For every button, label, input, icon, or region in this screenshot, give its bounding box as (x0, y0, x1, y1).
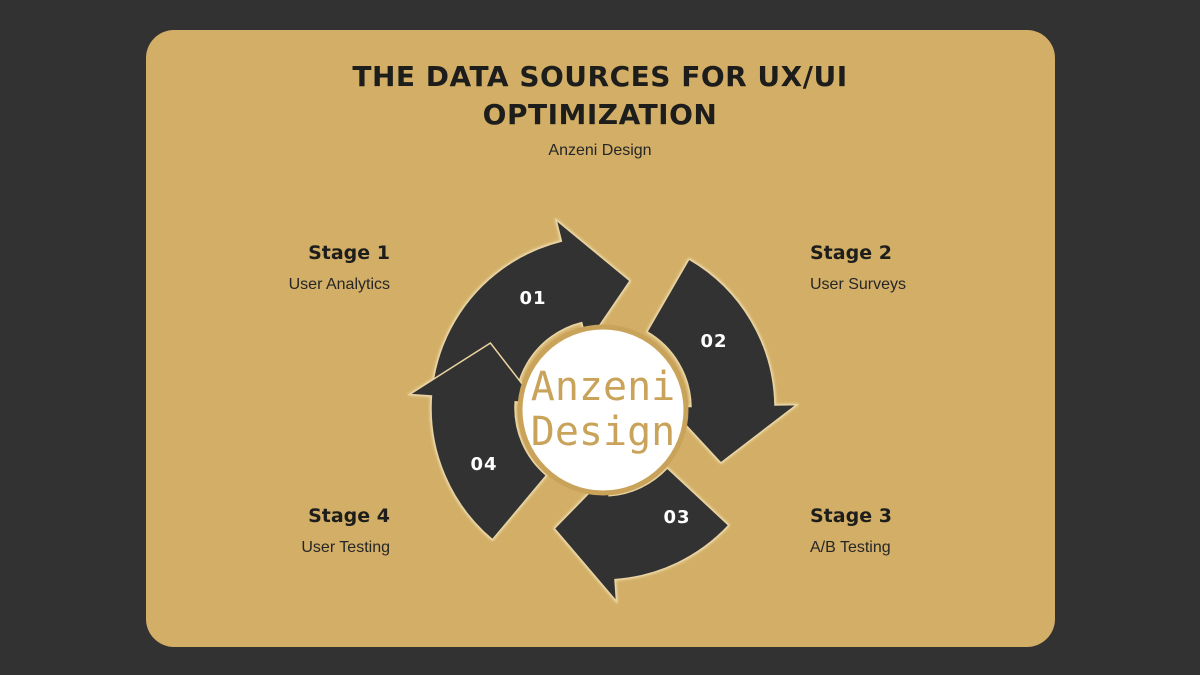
stage-3-name: Stage 3 (810, 505, 892, 527)
cycle-arrow-4 (407, 342, 548, 541)
stage-2-name: Stage 2 (810, 242, 892, 264)
anzeni-logo: Anzeni Design (531, 364, 676, 455)
title-line-2: OPTIMIZATION (482, 98, 718, 131)
page-title: THE DATA SOURCES FOR UX/UI OPTIMIZATION (0, 58, 1200, 134)
stage-3-description: A/B Testing (810, 539, 891, 556)
cycle-arrow-3 (553, 466, 730, 604)
logo-line-2: Design (531, 409, 676, 455)
stage-4-name: Stage 4 (308, 505, 390, 527)
stage-4-number: 04 (470, 454, 497, 475)
stage-1-name: Stage 1 (308, 242, 390, 264)
stage-4-description: User Testing (301, 539, 390, 556)
stage-2-description: User Surveys (810, 276, 907, 293)
stage-2-label: Stage 2 User Surveys (810, 242, 1060, 294)
logo-circle (517, 324, 689, 496)
stage-4-label: Stage 4 User Testing (140, 505, 390, 557)
stage-1-label: Stage 1 User Analytics (140, 242, 390, 294)
stage-3-number: 03 (663, 507, 690, 528)
logo-line-1: Anzeni (531, 364, 676, 410)
stage-1-number: 01 (519, 288, 546, 309)
stage-3-label: Stage 3 A/B Testing (810, 505, 1060, 557)
title-line-1: THE DATA SOURCES FOR UX/UI (352, 60, 848, 93)
page-subtitle: Anzeni Design (548, 142, 652, 159)
stage-1-description: User Analytics (288, 276, 390, 293)
stage-2-number: 02 (700, 331, 727, 352)
